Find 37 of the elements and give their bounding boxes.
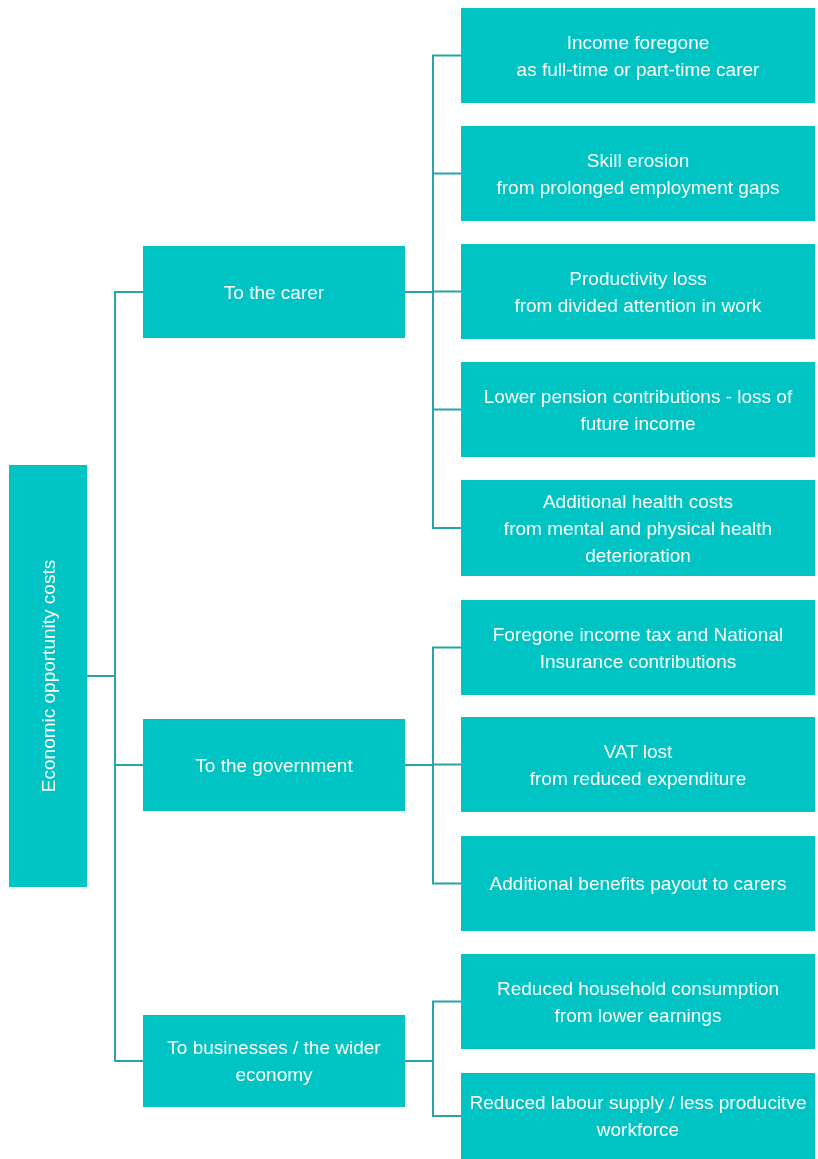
category-box <box>461 362 815 457</box>
box-text: To the carer <box>223 280 325 305</box>
box-text: Productivity loss <box>569 266 707 291</box>
connector-line <box>404 1060 462 1117</box>
category-box <box>461 126 815 221</box>
connector-line <box>404 291 462 529</box>
box-text: Foregone income tax and National Insurance contributions <box>491 622 785 674</box>
category-box <box>461 8 815 103</box>
box-text: VAT lost <box>603 739 673 764</box>
category-box <box>461 600 815 695</box>
category-box <box>461 836 815 931</box>
box-text: Additional benefits payout to carers <box>489 872 787 896</box>
connector-line <box>404 764 462 885</box>
root-box <box>9 465 87 887</box>
category-box <box>143 1015 405 1107</box>
category-box <box>461 1073 815 1159</box>
category-box <box>461 954 815 1049</box>
box-text: Reduced labour supply / less producitve workforce <box>468 1091 808 1142</box>
category-box <box>143 246 405 338</box>
box-text: To the government <box>195 753 353 778</box>
category-box <box>461 717 815 812</box>
box-text: from reduced expenditure <box>529 766 747 791</box>
box-text: from prolonged employment gaps <box>496 175 780 200</box>
box-text: Economic opportunity costs <box>36 559 60 793</box>
box-text: from divided attention in work <box>514 293 762 318</box>
box-text: Skill erosion <box>586 148 690 173</box>
box-text: Income foregone <box>566 30 710 55</box>
box-text: Lower pension contributions - loss of future income <box>482 384 794 436</box>
category-box <box>461 244 815 339</box>
box-text: from mental and physical health deterioration <box>502 516 774 568</box>
category-box <box>461 480 815 576</box>
box-text: Additional health costs <box>542 489 734 514</box>
category-box <box>143 719 405 811</box>
box-text: Reduced household consumption <box>497 976 779 1001</box>
box-text: as full-time or part-time carer <box>516 57 760 82</box>
box-text: To businesses / the wider economy <box>166 1036 382 1087</box>
box-text: from lower earnings <box>554 1003 722 1028</box>
